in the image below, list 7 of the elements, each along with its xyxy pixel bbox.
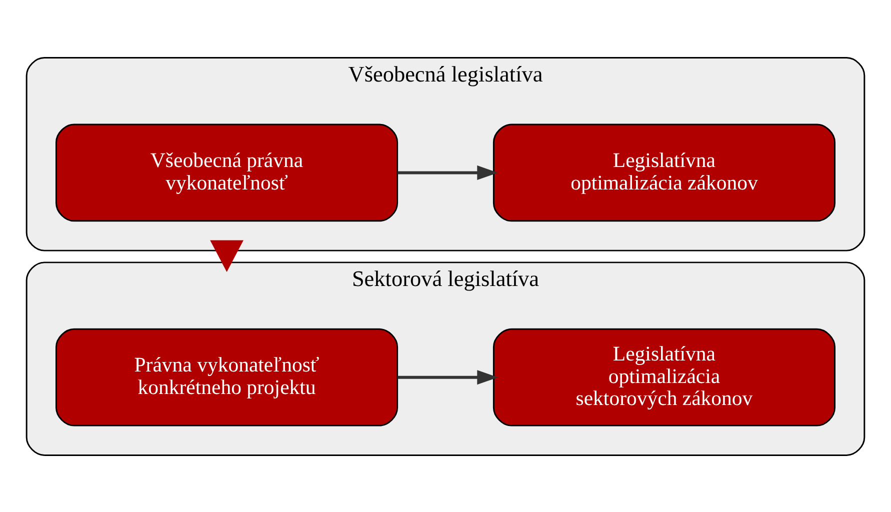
- node-box: Legislatívna optimalizácia zákonov: [492, 123, 836, 222]
- node-box: Právna vykonateľnosť konkrétneho projektu: [56, 328, 398, 426]
- arrow: [398, 164, 498, 180]
- node-box: Všeobecná právna vykonateľnosť: [56, 123, 398, 222]
- node-box: Legislatívna optimalizácia sektorových zákonov: [492, 328, 836, 426]
- arrow: [210, 240, 244, 272]
- arrow: [398, 370, 498, 384]
